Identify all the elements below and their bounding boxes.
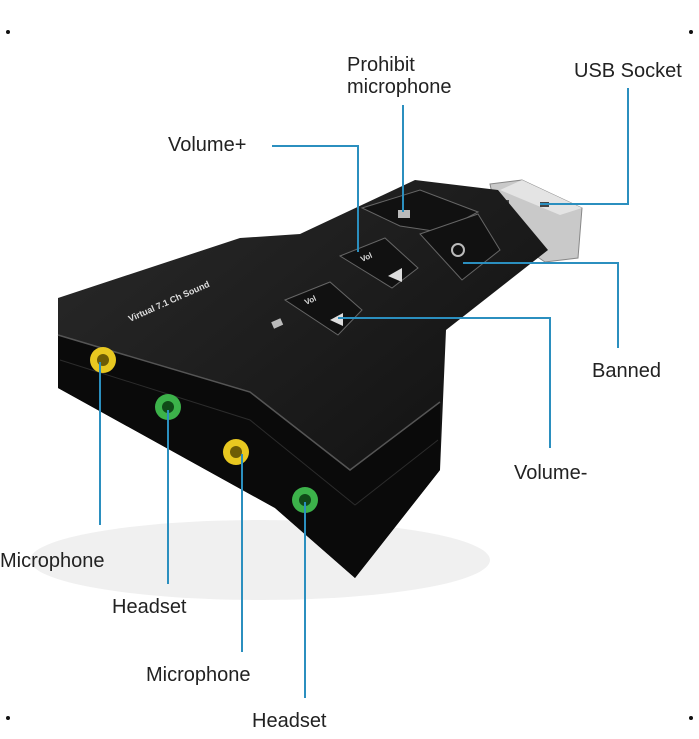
- corner-dot: [689, 716, 693, 720]
- jack-microphone-1: [90, 347, 116, 373]
- corner-dot: [6, 30, 10, 34]
- svg-text:Vol: Vol: [359, 251, 373, 264]
- triangle-icon: [330, 313, 343, 326]
- label-usb-socket: USB Socket: [574, 60, 682, 82]
- label-prohibit-microphone: Prohibit microphone: [347, 54, 452, 98]
- corner-dot: [689, 30, 693, 34]
- label-line: microphone: [347, 76, 452, 98]
- corner-dot: [6, 716, 10, 720]
- label-microphone-2: Microphone: [146, 664, 251, 686]
- mic-icon: [271, 318, 284, 329]
- label-headset-2: Headset: [252, 710, 327, 732]
- button-volume-up[interactable]: Vol: [338, 237, 419, 289]
- svg-text:Vol: Vol: [303, 294, 317, 307]
- label-volume-down: Volume-: [514, 462, 588, 484]
- label-line: Prohibit: [347, 54, 415, 76]
- jack-headset-2: [292, 487, 318, 513]
- button-volume-down[interactable]: Vol: [283, 281, 363, 336]
- jack-microphone-2: [223, 439, 249, 465]
- label-headset-1: Headset: [112, 596, 187, 618]
- device-front-face: [58, 335, 440, 578]
- leader-lines: [99, 88, 629, 698]
- label-banned: Banned: [592, 360, 661, 382]
- triangle-up-icon: [388, 268, 402, 282]
- jack-headset-1: [155, 394, 181, 420]
- label-microphone-1: Microphone: [0, 550, 105, 572]
- label-volume-up: Volume+: [168, 134, 247, 156]
